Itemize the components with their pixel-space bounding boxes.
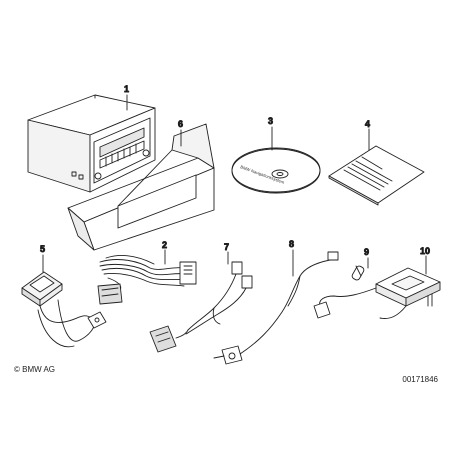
callout-7: 7 bbox=[224, 242, 229, 252]
mounting-bezel-drawing bbox=[67, 123, 215, 251]
copyright-notice: © BMW AG bbox=[14, 365, 56, 374]
callout-2: 2 bbox=[162, 240, 167, 250]
drawing-number: 00171846 bbox=[402, 375, 438, 384]
callout-6: 6 bbox=[178, 119, 183, 129]
callout-10: 10 bbox=[420, 246, 430, 256]
callout-3: 3 bbox=[268, 116, 273, 126]
gps-antenna-drawing bbox=[21, 271, 107, 348]
instruction-sheet-drawing bbox=[328, 145, 425, 206]
adapter-cable-drawing bbox=[149, 261, 253, 353]
fuse-drawing bbox=[351, 265, 365, 281]
callout-5: 5 bbox=[40, 244, 45, 254]
antenna-cable-drawing bbox=[213, 251, 339, 365]
control-module-drawing bbox=[313, 267, 441, 319]
callout-8: 8 bbox=[289, 239, 294, 249]
callout-9: 9 bbox=[364, 247, 369, 257]
callout-4: 4 bbox=[365, 119, 370, 129]
wiring-harness-drawing bbox=[97, 255, 197, 305]
radio-unit-drawing bbox=[27, 94, 156, 193]
software-cd-drawing: BMW Navigationssystem bbox=[231, 147, 321, 194]
callout-1: 1 bbox=[124, 84, 129, 94]
